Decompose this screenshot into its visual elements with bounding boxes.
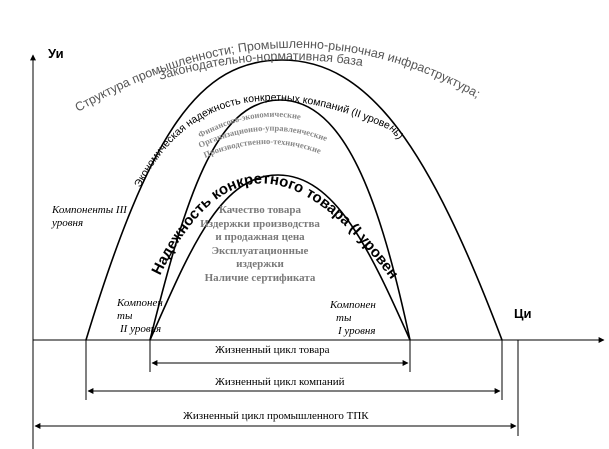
y-axis-label: Уи [48,46,64,61]
factor-item: Издержки производства и продажная цена [200,217,320,244]
components-1-line3: I уровня [338,325,376,337]
factor-item: Наличие сертификата [204,271,316,284]
x-axis-label: Ци [514,306,532,321]
components-1-line1: Компонен [330,299,376,311]
middle-curve [149,99,411,341]
components-1-line2: ты [336,312,352,324]
product-lifecycle-label: Жизненный цикл товара [212,344,333,357]
components-level-2-label: Компонен ты II уровня [117,297,177,336]
components-level-1-label: Компонен ты I уровня [330,299,390,337]
company-lifecycle-label: Жизненный цикл компаний [212,376,348,389]
components-2-line3: II уровня [120,323,162,335]
factor-item: Качество товара [218,204,302,216]
industry-lifecycle-label: Жизненный цикл промышленного ТПК [180,410,372,423]
factor-item: Эксплуатационные издержки [211,244,309,271]
outer-curve [85,59,503,341]
components-level-3-label: Компоненты III уровня [52,204,127,229]
components-2-line1: Компонен [117,297,163,309]
inner-factors-list: Качество товара Издержки производства и … [200,204,320,285]
inner-curve [149,174,411,341]
components-2-line2: ты [117,310,133,322]
